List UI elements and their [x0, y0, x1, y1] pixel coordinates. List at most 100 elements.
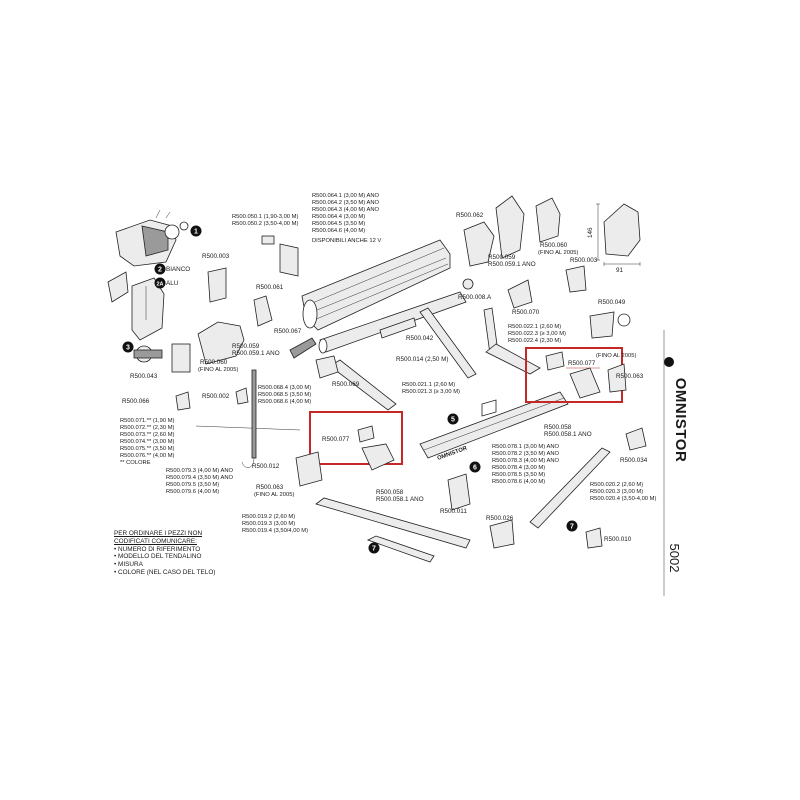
part-r500-069: [315, 355, 339, 379]
label-r500-078-6: R500.078.6 (4,00 M): [492, 479, 545, 485]
part-r500-042: [379, 317, 417, 339]
label-r500-020-3: R500.020.4 (3,50-4,00 M): [590, 496, 656, 502]
label-r500-058-a-1: R500.058: [376, 489, 404, 496]
label-r500-060-a-1: R500.060: [200, 359, 228, 366]
label-r500-043: R500.043: [130, 373, 158, 380]
label-r500-050-2: R500.050.2 (3,50-4,00 M): [232, 221, 298, 227]
label-r500-069: R500.069: [332, 381, 360, 388]
label-r500-022-1: R500.022.1 (2,60 M): [508, 324, 561, 330]
label-r500-064-5: R500.064.5 (3,50 M): [312, 221, 365, 227]
color-alu: ALU: [166, 280, 179, 287]
bracket-r500-011: [447, 473, 471, 511]
washer-r500-049: [617, 313, 631, 327]
label-r500-026: R500.026: [486, 515, 514, 522]
label-r500-061: R500.061: [256, 284, 284, 291]
highlight-label-right: R500.077: [568, 360, 596, 367]
bracket-r500-061: [253, 295, 273, 327]
part-r500-008a-a: [462, 278, 474, 290]
label-r500-010: R500.010: [604, 536, 632, 543]
label-r500-078-1: R500.078.1 (3,00 M) ANO: [492, 444, 560, 450]
end-cover: [107, 271, 165, 341]
part-r500-077-right: [545, 351, 565, 371]
callout-2: 2: [154, 263, 166, 275]
label-r500-058-b-1: R500.058: [544, 424, 572, 431]
label-r500-020-1: R500.020.2 (2,60 M): [590, 482, 643, 488]
label-r500-063-b-1: R500.063: [256, 484, 284, 491]
dimensioned-cap: [596, 203, 641, 266]
label-r500-021-1: R500.021.1 (2,60 M): [402, 382, 455, 388]
label-r500-064-1: R500.064.1 (3,00 M) ANO: [312, 193, 380, 199]
label-r500-059-b-1: R500.059: [488, 254, 516, 261]
label-r500-049: R500.049: [598, 299, 626, 306]
label-r500-064-3: R500.064.3 (4,00 M) ANO: [312, 207, 380, 213]
arm-lower: [329, 359, 397, 411]
dim-width: 91: [616, 267, 624, 274]
svg-text:2A: 2A: [156, 282, 163, 288]
leg-r500-019: [315, 497, 471, 549]
label-r500-071-2: R500.072.** (2,30 M): [120, 425, 175, 431]
label-r500-078-2: R500.078.2 (3,50 M) ANO: [492, 451, 560, 457]
label-r500-059-b-2: R500.059.1 ANO: [488, 261, 536, 268]
label-r500-008a-a: R500.008.A: [458, 294, 492, 301]
label-r500-071-3: R500.073.** (2,60 M): [120, 432, 175, 438]
callout-7-right: 7: [566, 520, 578, 532]
svg-text:7: 7: [570, 524, 574, 531]
leg-extension-left: [366, 535, 435, 563]
label-r500-059-a-1: R500.059: [232, 343, 260, 350]
bracket-r500-070: [507, 279, 533, 309]
label-r500-002: R500.002: [202, 393, 230, 400]
roller-tube: [318, 291, 467, 354]
svg-text:6: 6: [473, 465, 477, 472]
cover-r500-060-b: [535, 197, 561, 243]
label-r500-019-2: R500.019.3 (3,00 M): [242, 521, 295, 527]
label-r500-071-6: R500.076.** (4,00 M): [120, 453, 175, 459]
part-r500-077-left: [357, 425, 375, 443]
label-r500-079-2: R500.079.4 (3,50 M) ANO: [166, 475, 234, 481]
bracket-r500-062: [463, 221, 495, 267]
label-r500-063-a-2: (FINO AL 2005): [596, 353, 636, 359]
motor-unit: [115, 209, 189, 267]
label-r500-071-1: R500.071.** (1,90 M): [120, 418, 175, 424]
order-note-item: COLORE (NEL CASO DEL TELO): [114, 569, 274, 577]
label-r500-012: R500.012: [252, 463, 280, 470]
label-r500-019-3: R500.019.4 (3,50/4,00 M): [242, 528, 308, 534]
label-r500-078-4: R500.078.4 (3,00 M): [492, 465, 545, 471]
order-note-title-2: CODIFICATI COMUNICARE:: [114, 537, 197, 545]
label-r500-066: R500.066: [122, 398, 150, 405]
leader-r500-071: [195, 425, 301, 431]
label-r500-060-b-1: R500.060: [540, 242, 568, 249]
svg-text:5: 5: [451, 417, 455, 424]
cover-r500-059-b: [495, 195, 525, 259]
part-r500-050: [261, 235, 275, 245]
cassette-housing: [301, 239, 451, 331]
label-r500-063-b-2: (FINO AL 2005): [254, 492, 294, 498]
label-r500-019-1: R500.019.2 (2,60 M): [242, 514, 295, 520]
label-r500-067: R500.067: [274, 328, 302, 335]
brand-logo: OMNISTOR: [672, 378, 689, 463]
bracket-r500-063-b: [295, 451, 323, 487]
callout-5: 5: [447, 413, 459, 425]
label-r500-070: R500.070: [512, 309, 540, 316]
order-note-item: MODELLO DEL TENDALINO: [114, 553, 274, 561]
label-r500-071-4: R500.074.** (3,00 M): [120, 439, 175, 445]
callout-7-left: 7: [368, 542, 380, 554]
highlight-label-left: R500.077: [322, 436, 350, 443]
leg-r500-020: [529, 447, 611, 529]
dim-height: 146: [587, 227, 594, 238]
label-r500-078-3: R500.078.3 (4,00 M) ANO: [492, 458, 560, 464]
label-r500-034: R500.034: [620, 457, 648, 464]
part-r500-066: [175, 391, 191, 411]
label-r500-079-4: R500.079.6 (4,00 M): [166, 489, 219, 495]
page-number: 5002: [667, 544, 682, 573]
cover-r500-059: [197, 321, 245, 365]
bracket-r500-063-a: [607, 363, 627, 393]
callout-1: 1: [190, 225, 202, 237]
bracket-r500-003-b: [565, 265, 587, 293]
crank-hook: [241, 457, 255, 468]
label-r500-021-2: R500.021.3 (≥ 3,00 M): [402, 389, 460, 395]
label-r500-071-note: ** COLORE: [120, 460, 151, 466]
arm-upper: [419, 307, 477, 379]
order-note-title-1: PER ORDINARE I PEZZI NON: [114, 530, 203, 537]
label-r500-058-b-2: R500.058.1 ANO: [544, 431, 592, 438]
bracket-r500-003-a: [207, 267, 227, 303]
